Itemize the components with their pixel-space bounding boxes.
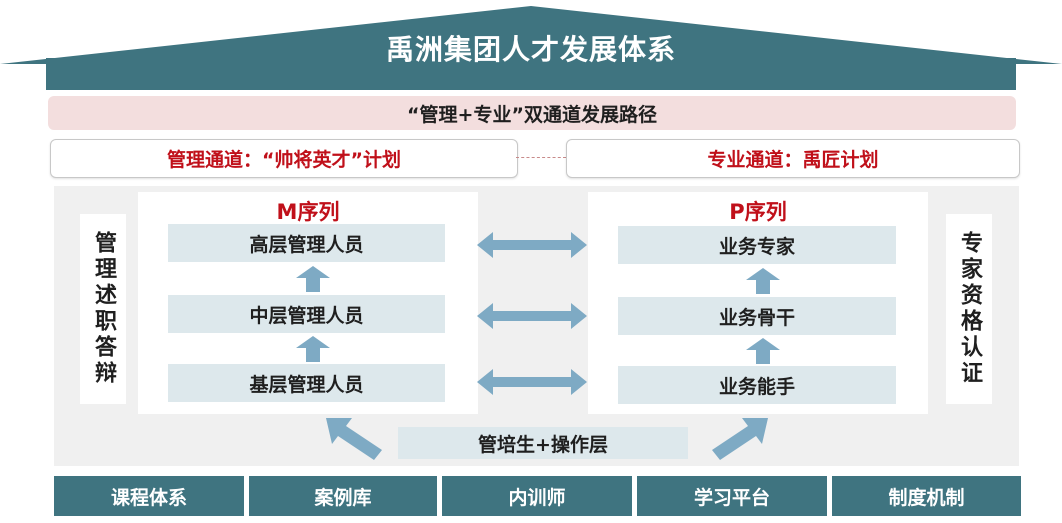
expert-certification-text: 专家资格认证: [957, 231, 982, 387]
m-level-senior: 高层管理人员: [168, 224, 445, 262]
double-arrow-icon: [477, 232, 587, 258]
foundation-institutional-mechanism: 制度机制: [832, 476, 1021, 516]
diagonal-arrow-right-icon: [712, 418, 768, 460]
p-up-arrow-icon: [746, 338, 780, 364]
p-level-skilled: 业务能手: [618, 366, 896, 404]
m-up-arrow-icon: [296, 336, 330, 362]
channel-connector: [516, 157, 566, 158]
p-up-arrow-icon: [746, 268, 780, 294]
p-level-backbone: 业务骨干: [618, 297, 896, 335]
diagonal-arrow-left-icon: [326, 418, 382, 460]
m-level-basic: 基层管理人员: [168, 364, 445, 402]
left-side-label: 管理述职答辩: [80, 214, 126, 404]
p-sequence-title: P序列: [729, 200, 787, 224]
foundation-internal-trainers: 内训师: [442, 476, 632, 516]
trainee-box: 管培生+操作层: [398, 427, 688, 459]
page-title: 禹洲集团人才发展体系: [385, 33, 676, 66]
p-level-expert: 业务专家: [618, 226, 896, 264]
professional-channel-label: 专业通道：禹匠计划: [566, 139, 1020, 178]
management-report-text: 管理述职答辩: [91, 231, 116, 387]
dual-channel-banner: “管理+专业”双通道发展路径: [48, 96, 1016, 130]
roof-shape: [0, 6, 1062, 90]
double-arrow-icon: [477, 369, 587, 395]
m-level-middle: 中层管理人员: [168, 295, 445, 333]
foundation-course-system: 课程体系: [54, 476, 244, 516]
foundation-case-library: 案例库: [249, 476, 437, 516]
m-sequence-title: M序列: [276, 200, 340, 224]
right-side-label: 专家资格认证: [946, 214, 992, 404]
management-channel-label: 管理通道：“帅将英才”计划: [50, 139, 518, 178]
m-up-arrow-icon: [296, 266, 330, 292]
foundation-learning-platform: 学习平台: [637, 476, 827, 516]
double-arrow-icon: [477, 303, 587, 329]
